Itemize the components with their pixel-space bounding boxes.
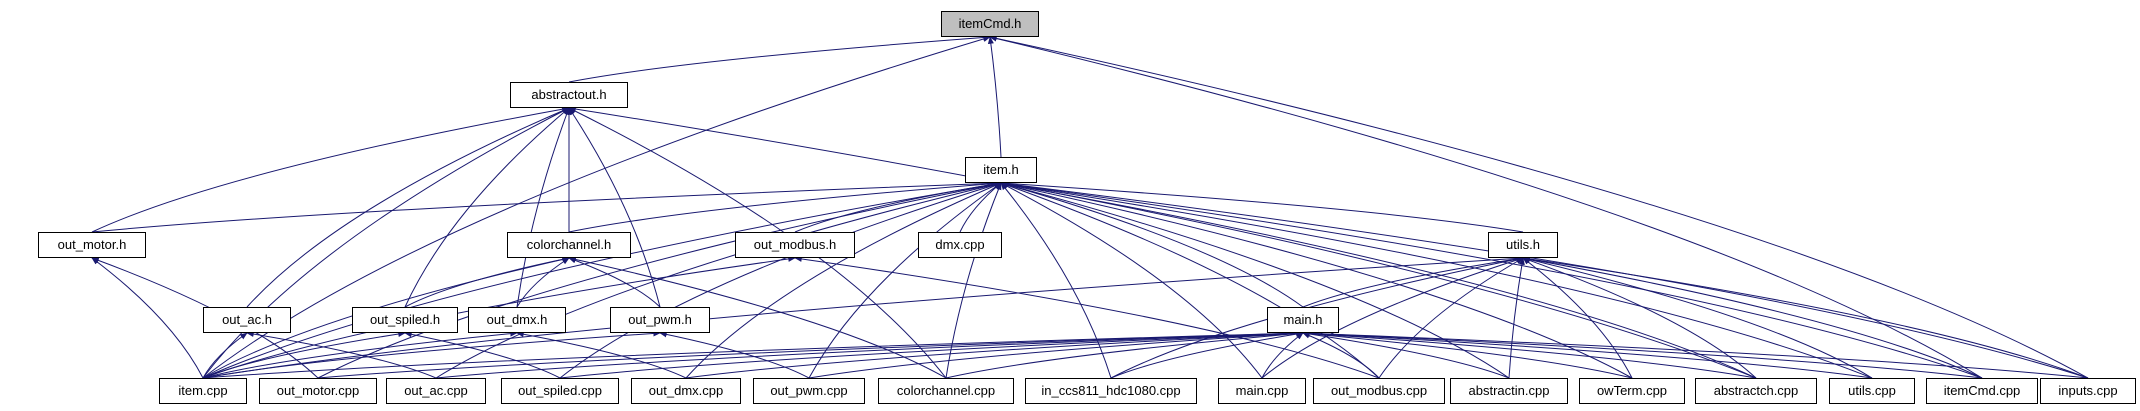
graph-node-abstractch-cpp[interactable]: abstractch.cpp	[1695, 378, 1817, 404]
edge-out-pwm-h-to-colorchannel-h	[568, 257, 661, 308]
edge-abstractout-h-to-itemCmd-h	[568, 34, 991, 83]
graph-node-abstractin-cpp[interactable]: abstractin.cpp	[1450, 378, 1568, 404]
edge-itemCmd-cpp-to-main-h	[1302, 330, 1983, 379]
graph-node-out-dmx-cpp[interactable]: out_dmx.cpp	[631, 378, 741, 404]
graph-node-main-h[interactable]: main.h	[1267, 307, 1339, 333]
edge-out-motor-cpp-to-main-h	[317, 330, 1304, 379]
edge-in-ccs811-hdc1080-cpp-to-main-h	[1110, 331, 1304, 379]
edge-item-cpp-to-out-pwm-h	[202, 330, 661, 379]
edge-itemCmd-cpp-to-item-h	[1000, 180, 1983, 379]
graph-node-out-spiled-h[interactable]: out_spiled.h	[352, 307, 458, 333]
graph-node-out-dmx-h[interactable]: out_dmx.h	[468, 307, 566, 333]
edge-utils-cpp-to-main-h	[1302, 330, 1873, 379]
graph-node-out-modbus-cpp[interactable]: out_modbus.cpp	[1313, 378, 1445, 404]
edge-utils-cpp-to-item-h	[1000, 181, 1873, 379]
edge-out-dmx-cpp-to-item-h	[685, 182, 1002, 379]
edge-out-modbus-cpp-to-out-modbus-h	[794, 255, 1380, 379]
edge-owTerm-cpp-to-main-h	[1302, 330, 1633, 379]
edge-out-ac-h-to-abstractout-h	[246, 107, 570, 308]
edge-item-h-to-itemCmd-h	[987, 36, 1002, 158]
graph-node-colorchannel-cpp[interactable]: colorchannel.cpp	[878, 378, 1014, 404]
edge-out-pwm-cpp-to-out-pwm-h	[659, 331, 810, 379]
edge-item-cpp-to-abstractout-h	[202, 107, 570, 379]
graph-node-out-pwm-h[interactable]: out_pwm.h	[610, 307, 710, 333]
edge-out-motor-h-to-item-h	[91, 180, 1002, 233]
graph-node-main-cpp[interactable]: main.cpp	[1218, 378, 1306, 404]
edge-out-spiled-cpp-to-main-h	[559, 330, 1304, 379]
edge-owTerm-cpp-to-item-h	[1000, 181, 1633, 379]
graph-node-out-spiled-cpp[interactable]: out_spiled.cpp	[501, 378, 619, 404]
graph-node-item-h[interactable]: item.h	[965, 157, 1037, 183]
graph-node-itemcmd-cpp[interactable]: itemCmd.cpp	[1926, 378, 2038, 404]
edge-inputs-cpp-to-utils-h	[1522, 256, 2089, 379]
edge-out-spiled-cpp-to-item-h	[559, 182, 1002, 379]
graph-node-out-motor-h[interactable]: out_motor.h	[38, 232, 146, 258]
graph-node-owterm-cpp[interactable]: owTerm.cpp	[1579, 378, 1685, 404]
graph-node-out-modbus-h[interactable]: out_modbus.h	[735, 232, 855, 258]
edge-owTerm-cpp-to-utils-h	[1522, 257, 1633, 379]
edge-main-cpp-to-utils-h	[1261, 257, 1524, 379]
edge-main-cpp-to-main-h	[1261, 332, 1304, 379]
graph-node-utils-h[interactable]: utils.h	[1488, 232, 1558, 258]
edge-inputs-cpp-to-itemCmd-h	[989, 35, 2089, 379]
edge-out-ac-cpp-to-item-h	[435, 181, 1002, 379]
edge-item-cpp-to-item-h	[202, 181, 1002, 379]
edge-out-modbus-cpp-to-utils-h	[1378, 257, 1524, 379]
edge-out-spiled-h-to-colorchannel-h	[404, 256, 570, 308]
graph-node-out-pwm-cpp[interactable]: out_pwm.cpp	[753, 378, 865, 404]
edge-inputs-cpp-to-item-h	[1000, 180, 2089, 379]
edge-abstractch-cpp-to-main-h	[1302, 330, 1757, 379]
edge-out-dmx-cpp-to-main-h	[685, 330, 1304, 379]
graph-node-out-ac-cpp[interactable]: out_ac.cpp	[386, 378, 486, 404]
edge-item-cpp-to-out-motor-h	[91, 257, 204, 379]
edge-in-ccs811-hdc1080-cpp-to-item-h	[1000, 182, 1112, 379]
edge-out-pwm-cpp-to-main-h	[808, 330, 1304, 379]
graph-node-out-motor-cpp[interactable]: out_motor.cpp	[259, 378, 377, 404]
edge-item-cpp-to-out-ac-h	[202, 332, 248, 379]
edge-item-cpp-to-out-dmx-h	[202, 330, 518, 379]
edge-abstractin-cpp-to-main-h	[1302, 331, 1510, 379]
edge-out-motor-cpp-to-item-h	[317, 181, 1002, 379]
edge-out-modbus-cpp-to-main-h	[1302, 332, 1380, 379]
edge-out-dmx-h-to-abstractout-h	[516, 107, 570, 308]
edge-out-spiled-cpp-to-out-spiled-h	[404, 331, 561, 379]
edge-utils-cpp-to-utils-h	[1522, 256, 1873, 379]
edge-abstractch-cpp-to-item-h	[1000, 181, 1757, 379]
edge-item-cpp-to-colorchannel-h	[202, 256, 570, 379]
graph-node-in-ccs811-hdc1080-cpp[interactable]: in_ccs811_hdc1080.cpp	[1025, 378, 1197, 404]
edge-out-spiled-h-to-abstractout-h	[404, 107, 570, 308]
edge-main-h-to-utils-h	[1302, 256, 1524, 308]
graph-node-out-ac-h[interactable]: out_ac.h	[203, 307, 291, 333]
edge-out-ac-cpp-to-out-ac-h	[246, 331, 437, 379]
edge-out-motor-h-to-abstractout-h	[91, 106, 570, 233]
edge-colorchannel-cpp-to-main-h	[945, 330, 1304, 379]
edge-out-dmx-cpp-to-out-dmx-h	[516, 331, 687, 379]
graph-node-inputs-cpp[interactable]: inputs.cpp	[2040, 378, 2136, 404]
edge-main-cpp-to-item-h	[1000, 182, 1263, 379]
graph-node-utils-cpp[interactable]: utils.cpp	[1829, 378, 1915, 404]
edge-out-pwm-h-to-abstractout-h	[568, 107, 661, 308]
edge-out-dmx-h-to-colorchannel-h	[516, 257, 570, 308]
edge-utils-h-to-item-h	[1000, 180, 1524, 233]
graph-node-abstractout-h[interactable]: abstractout.h	[510, 82, 628, 108]
edge-out-modbus-cpp-to-item-h	[1000, 182, 1380, 379]
edge-itemCmd-cpp-to-itemCmd-h	[989, 35, 1983, 379]
edge-inputs-cpp-to-main-h	[1302, 330, 2089, 379]
edge-colorchannel-cpp-to-colorchannel-h	[568, 256, 947, 379]
graph-node-item-cpp[interactable]: item.cpp	[159, 378, 247, 404]
graph-node-dmx-cpp[interactable]: dmx.cpp	[918, 232, 1002, 258]
edge-item-cpp-to-out-spiled-h	[202, 331, 406, 379]
edge-colorchannel-h-to-item-h	[568, 180, 1002, 233]
edge-abstractch-cpp-to-abstractout-h	[568, 106, 1757, 379]
edge-abstractin-cpp-to-utils-h	[1508, 257, 1525, 379]
graph-node-colorchannel-h[interactable]: colorchannel.h	[507, 232, 631, 258]
edge-out-ac-cpp-to-main-h	[435, 330, 1304, 379]
edge-itemCmd-cpp-to-utils-h	[1522, 256, 1983, 379]
edge-item-cpp-to-main-h	[202, 330, 1304, 379]
edge-main-h-to-item-h	[1000, 181, 1304, 308]
graph-node-itemcmd-h[interactable]: itemCmd.h	[941, 11, 1039, 37]
edge-item-cpp-to-utils-h	[202, 255, 1524, 379]
